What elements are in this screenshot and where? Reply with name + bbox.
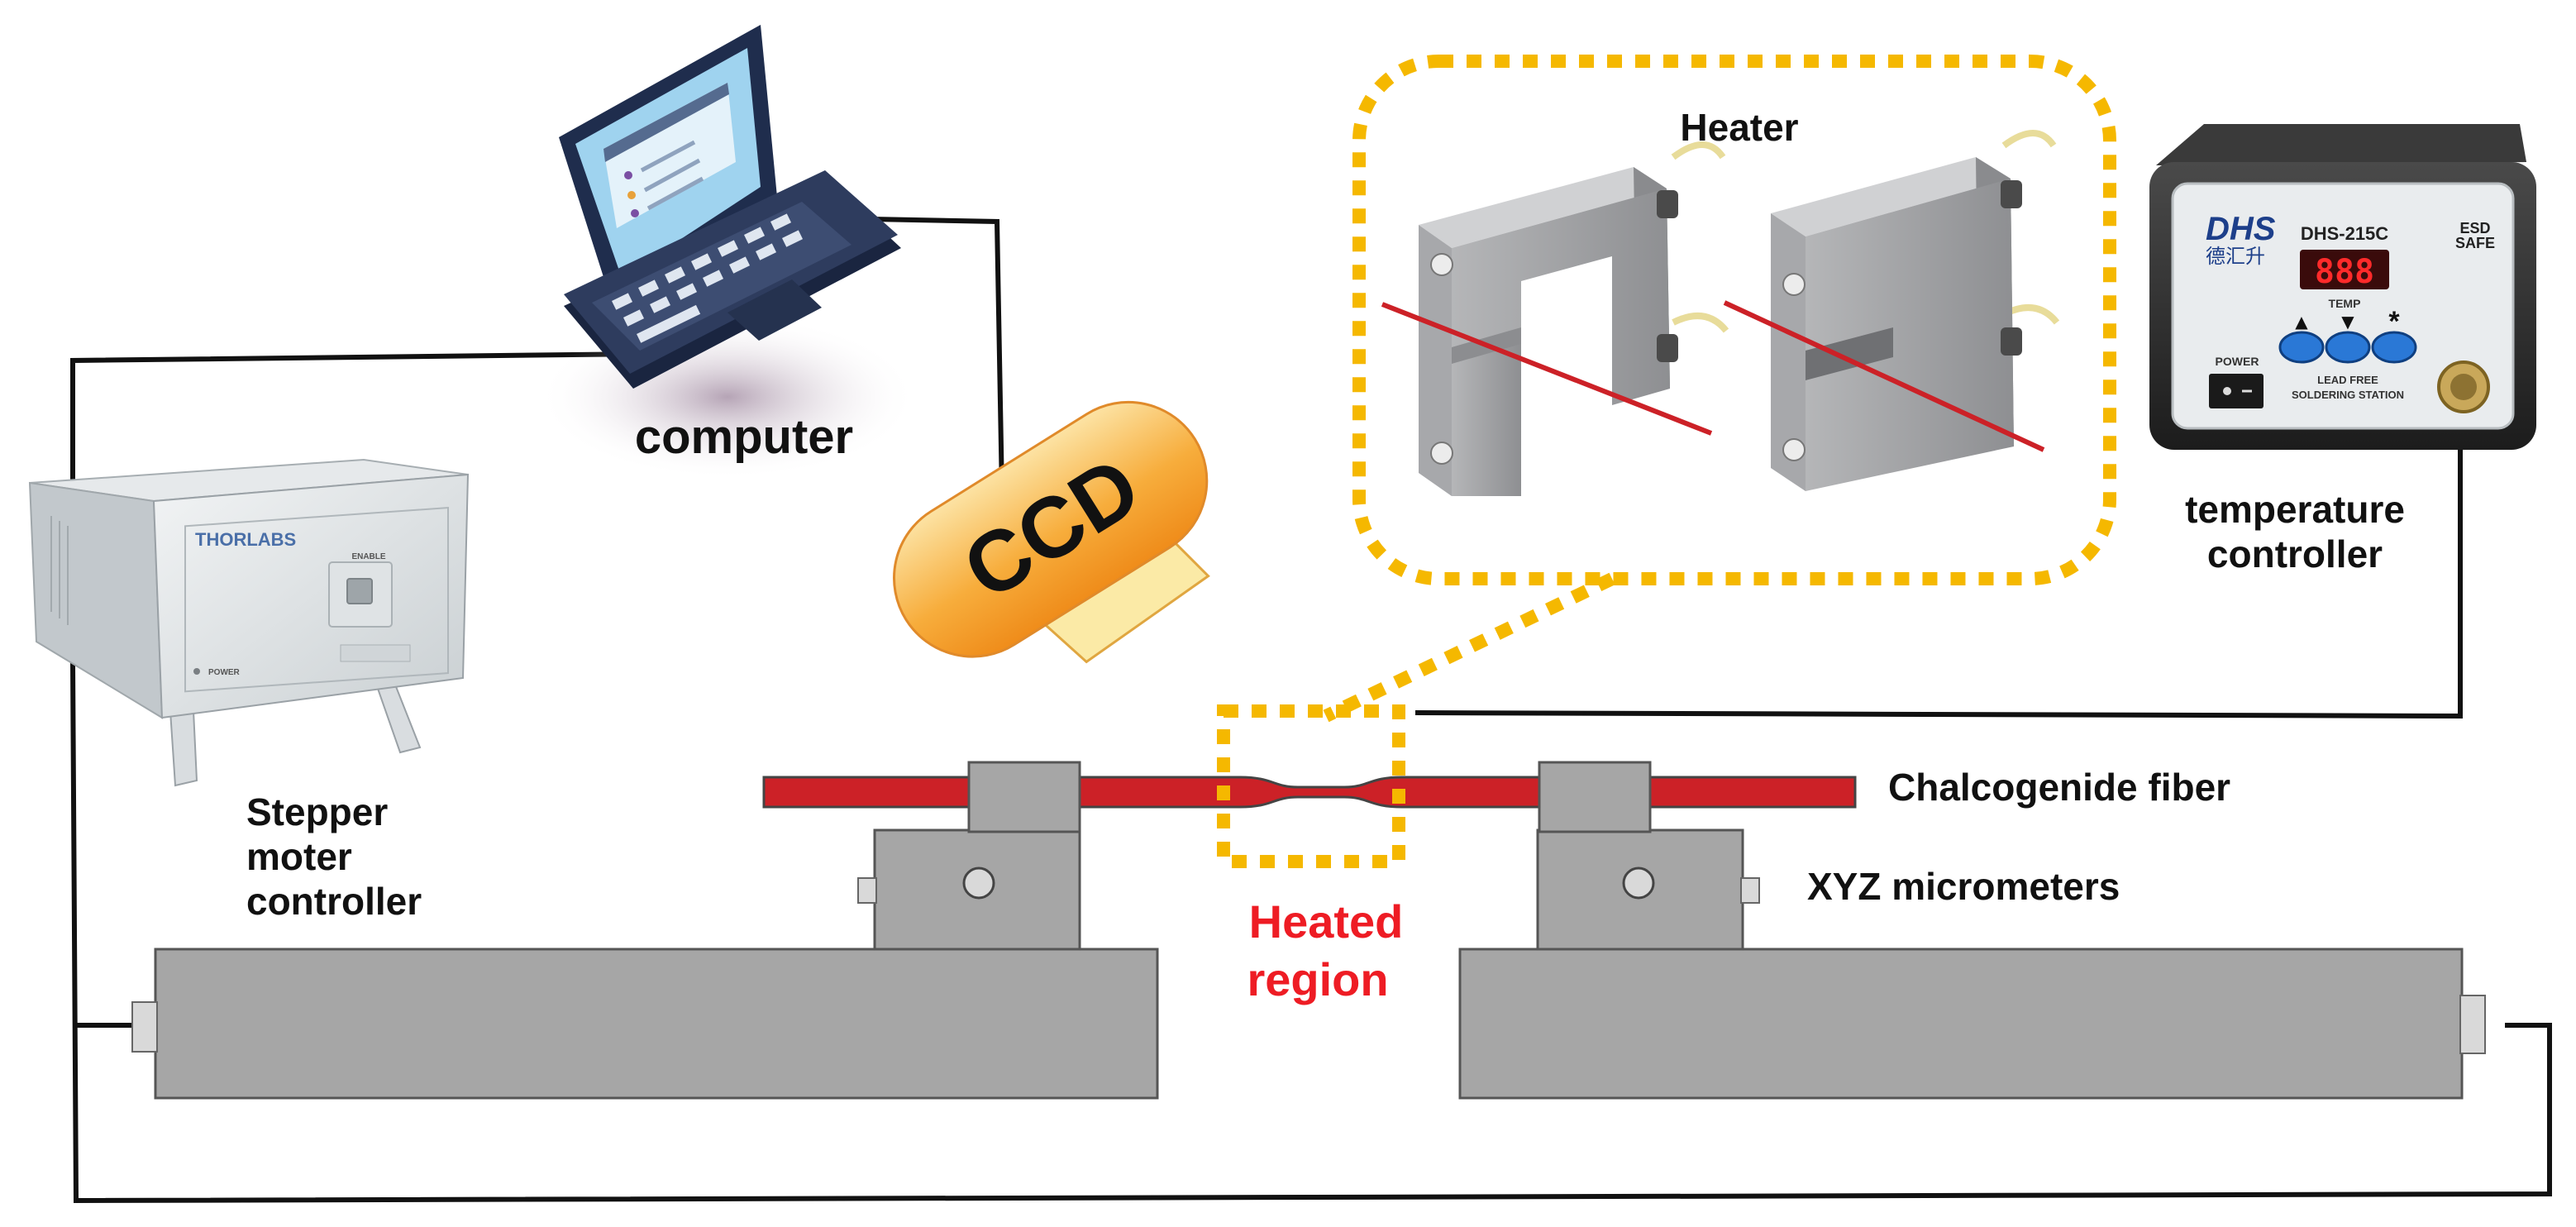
thorlabs-enable-button <box>346 578 373 604</box>
laptop-touchpad <box>727 279 822 341</box>
stage-left-knob <box>131 1001 158 1053</box>
temp-controller-label-1: temperature <box>2185 488 2405 531</box>
dhs-esd-1: ESD <box>2459 220 2490 236</box>
stage-right-knob <box>2459 995 2486 1054</box>
thorlabs-leg-right <box>375 683 422 754</box>
stepper-motor-controller: THORLABS ENABLE POWER Stepper moter cont… <box>28 458 470 923</box>
wire-computer-ccd <box>826 216 1004 494</box>
fiber-label: Chalcogenide fiber <box>1888 766 2230 809</box>
thorlabs-enable-label: ENABLE <box>351 552 385 561</box>
translation-stage-left <box>131 948 1159 1100</box>
stepper-label-line-1: Stepper <box>246 790 388 833</box>
heater-closed <box>1723 130 2060 491</box>
heater-callout: Heater <box>1323 55 2116 723</box>
laptop-keys <box>612 213 804 343</box>
fiber-body <box>762 776 1857 809</box>
wire-stepper-stage <box>70 661 2552 1204</box>
stepper-label-line-2: moter <box>246 835 352 878</box>
dhs-front-panel <box>2171 182 2515 430</box>
fiber-clamp-left <box>967 761 1081 833</box>
temperature-controller: DHS 德汇升 DHS-215C ESD SAFE 888 TEMP ▲ ▼ *… <box>2149 124 2536 575</box>
thorlabs-model-plate <box>340 644 411 662</box>
ccd-camera: CCD <box>893 400 1210 664</box>
dhs-display <box>2300 250 2389 289</box>
micrometer-right <box>1536 828 1760 951</box>
heated-region-box <box>1217 704 1405 868</box>
computer-laptop: computer <box>537 25 918 480</box>
dhs-brand: DHS <box>2206 211 2276 247</box>
micrometer-left <box>857 828 1081 951</box>
dhs-star-symbol: * <box>2388 306 2400 337</box>
dhs-set-button <box>2371 331 2417 364</box>
thorlabs-brand: THORLABS <box>195 529 296 550</box>
dhs-temp-label: TEMP <box>2329 297 2361 310</box>
ccd-body <box>893 400 1209 658</box>
chalcogenide-fiber <box>762 776 1857 809</box>
heated-region-label-1: Heated <box>1249 895 1404 948</box>
heater-open <box>1381 141 1729 496</box>
dhs-display-digits: 888 <box>2315 253 2374 291</box>
thorlabs-leg-left <box>169 710 198 787</box>
dhs-down-button <box>2325 331 2371 364</box>
micrometers-label: XYZ micrometers <box>1807 865 2120 908</box>
temp-controller-label-2: controller <box>2207 532 2383 575</box>
dhs-lead-free: LEAD FREE <box>2317 374 2378 386</box>
stepper-label-line-3: controller <box>246 880 422 923</box>
fiber-clamp-right <box>1538 761 1652 833</box>
thorlabs-side <box>28 481 164 719</box>
dhs-up-symbol: ▲ <box>2295 312 2308 332</box>
stage-left-base <box>154 948 1159 1100</box>
stage-right-base <box>1458 948 2464 1100</box>
heater-callout-pointer <box>1323 572 1615 723</box>
dhs-esd-2: SAFE <box>2455 235 2495 251</box>
heated-region-label-2: region <box>1247 953 1388 1005</box>
dhs-up-button <box>2278 331 2325 364</box>
wire-temp-heater <box>1414 446 2463 719</box>
dhs-model: DHS-215C <box>2301 223 2388 244</box>
dhs-station: SOLDERING STATION <box>2292 389 2404 401</box>
dhs-brand-cn: 德汇升 <box>2206 245 2265 268</box>
thorlabs-front <box>152 473 470 719</box>
laptop-window-bullets <box>624 140 704 217</box>
dhs-down-symbol: ▼ <box>2341 312 2354 332</box>
thorlabs-power-label: POWER <box>208 668 241 677</box>
thorlabs-panel <box>184 507 449 693</box>
computer-label: computer <box>635 410 853 464</box>
dhs-top <box>2156 124 2526 165</box>
thorlabs-power-led <box>193 668 200 675</box>
laptop-window-bar <box>603 83 729 162</box>
heater-callout-box <box>1352 55 2116 585</box>
dhs-power-switch-dot <box>2223 387 2231 395</box>
translation-stage-right <box>1458 948 2486 1100</box>
thorlabs-vents <box>50 516 69 625</box>
dhs-power-label: POWER <box>2216 355 2259 368</box>
dhs-power-switch <box>2209 374 2264 408</box>
